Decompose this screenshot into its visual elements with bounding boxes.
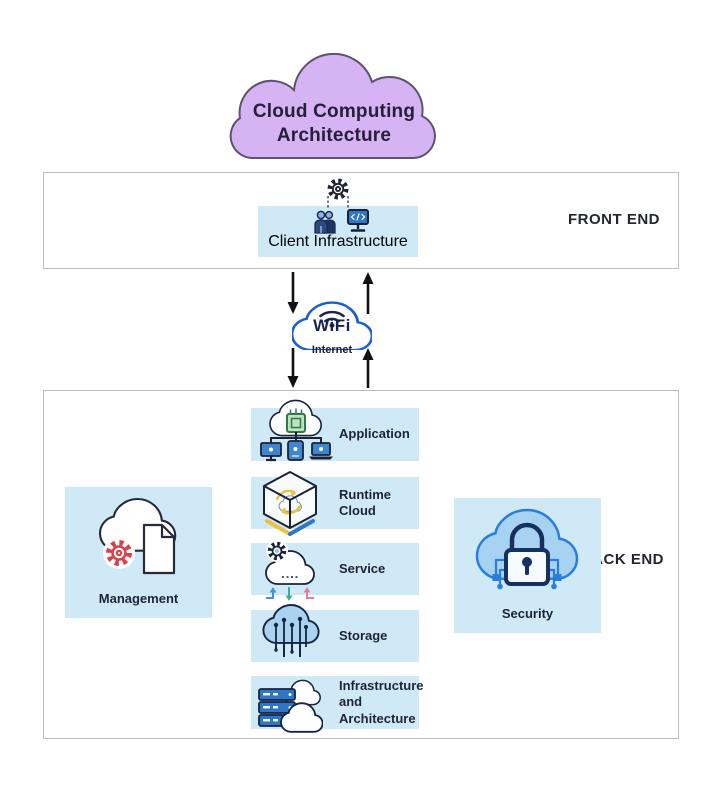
node-dot: [497, 583, 503, 590]
wifi-signal-icon: [319, 310, 345, 328]
infrastructure-label: Infrastructure and Architecture: [339, 678, 424, 726]
cloud-chip-devices-icon: [260, 399, 333, 462]
diagram-title: Cloud Computing Architecture: [252, 101, 416, 147]
storage-label: Storage: [339, 627, 388, 643]
cloud-gear-document-icon: [98, 497, 177, 575]
arrow-down-icon: [287, 348, 299, 388]
front-end-label: FRONT END: [568, 211, 660, 228]
phone-icon: [287, 440, 304, 461]
security-tile: Security: [454, 498, 601, 633]
application-label: Application: [339, 426, 410, 442]
management-tile: Management: [65, 487, 212, 618]
service-label: Service: [339, 560, 386, 576]
laptop-icon: [309, 442, 333, 460]
padlock-icon: [504, 522, 550, 586]
wifi-cloud-icon: [292, 301, 372, 350]
security-label: Security: [501, 606, 554, 621]
users-icon: [314, 210, 336, 234]
internet-label: Internet: [311, 344, 353, 356]
gear-icon: [267, 541, 287, 561]
client-infrastructure-label: Client Infrastructure: [268, 233, 408, 250]
back-end-label: BACK END: [580, 551, 664, 568]
node-dot: [551, 583, 557, 590]
cloud-circuit-icon: [262, 604, 320, 657]
arrow-down-icon: [287, 272, 299, 314]
cube-wireframe-icon: [263, 471, 317, 536]
monitor-code-icon: [347, 209, 369, 232]
node-square: [492, 574, 500, 581]
management-label: Management: [98, 591, 179, 606]
back-end-panel: BACK END Application Runtime Cloud Servi…: [43, 390, 679, 739]
title-cloud-icon: [229, 52, 436, 159]
client-infrastructure-tile: Client Infrastructure: [258, 206, 418, 257]
circuit-traces-icon: [494, 558, 560, 584]
arrow-up-icon: [362, 272, 374, 314]
cloud-gear-arrows-icon: [265, 540, 315, 601]
gear-icon: [103, 537, 135, 569]
cloud-padlock-icon: [475, 508, 579, 590]
servers-cloud-icon: [258, 679, 323, 733]
monitor-icon: [260, 442, 282, 462]
gear-icon: [327, 178, 349, 200]
runtime-cloud-label: Runtime Cloud: [339, 486, 391, 518]
node-square: [554, 574, 562, 581]
client-infrastructure-icon: [314, 178, 369, 234]
document-icon: [142, 523, 176, 575]
arrow-up-icon: [362, 348, 374, 388]
wifi-label: WiFi: [313, 316, 351, 335]
front-end-panel: FRONT END Client Infrastructure: [43, 172, 679, 269]
